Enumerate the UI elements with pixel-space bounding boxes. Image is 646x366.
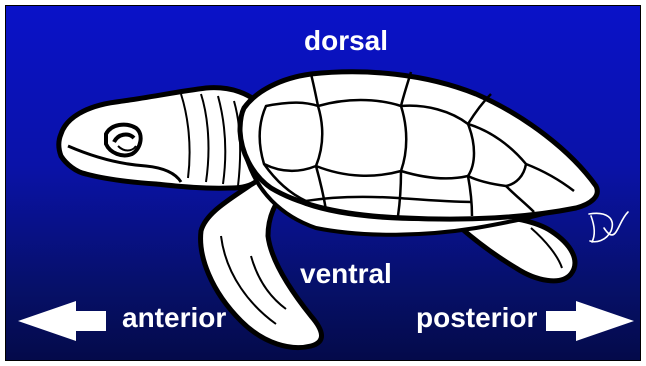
artist-signature (6, 6, 641, 361)
label-posterior: posterior (416, 304, 537, 332)
label-dorsal: dorsal (304, 27, 388, 55)
diagram-frame: dorsal ventral anterior posterior (5, 5, 641, 361)
label-ventral: ventral (300, 260, 392, 288)
label-anterior: anterior (122, 304, 226, 332)
